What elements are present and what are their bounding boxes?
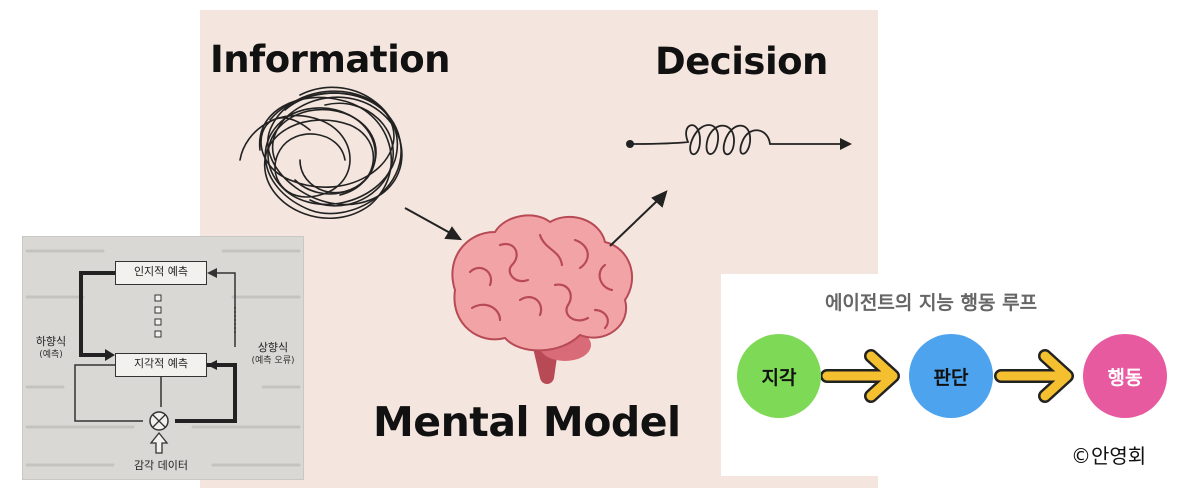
hollow-up-arrow-icon [149,431,169,454]
tangled-scribble-icon [239,86,403,220]
agent-loop-arrows [820,349,1074,403]
prediction-loop-arrows [74,268,237,454]
arrow-to-decision-icon [609,190,668,247]
agent-loop-title: 에이전트의 지능 행동 루프 [824,292,1038,314]
arrow-right-icon [994,349,1074,403]
top-down-label: 하향식 [35,335,67,348]
comparator-circle-icon [149,411,169,431]
arrow-right-icon [820,349,900,403]
book-background-texture [25,249,301,467]
decision-heading: Decision [655,40,828,83]
mental-model-illustration [239,86,852,384]
brain-icon [451,214,634,384]
judgment-step: 판단 [909,334,993,418]
bottom-up-sub-label: (예측 오류) [251,356,295,366]
perception-step: 지각 [737,334,821,418]
ellipsis-squares-icon [154,294,162,338]
action-step: 행동 [1083,334,1167,418]
arrow-to-brain-icon [404,207,463,241]
copyright-text: ©안영회 [1071,444,1147,468]
sensory-data-label: 감각 데이터 [133,459,189,472]
book-diagram-photo: 인지적 예측 지각적 예측 하향식 (예측) 상향식 (예측 오류) 감각 데이… [22,236,304,480]
bottom-up-label: 상향식 [257,341,289,354]
up-arrow-head-icon [207,268,217,278]
decision-line-icon [626,124,852,156]
top-down-sub-label: (예측) [39,350,63,360]
agent-loop-panel: 에이전트의 지능 행동 루프 지각 판단 행동 ©안영회 [721,274,1196,476]
cognitive-prediction-box: 인지적 예측 [115,261,207,285]
down-arrow-head-icon [105,349,115,361]
perceptual-prediction-box: 지각적 예측 [115,353,207,377]
mental-model-panel: Information Decision Mental Model [200,10,878,488]
information-heading: Information [210,38,451,81]
mental-model-heading: Mental Model [373,398,681,446]
